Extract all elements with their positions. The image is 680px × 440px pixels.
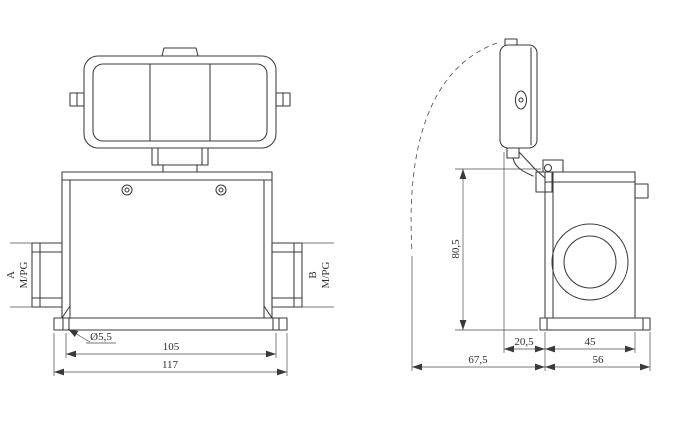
cover-swing-arc bbox=[410, 42, 498, 253]
entry-a-annotation: A M/PG bbox=[5, 242, 32, 308]
cover-slot bbox=[514, 90, 528, 110]
entry-b-thread-label: M/PG bbox=[320, 261, 332, 288]
cable-entry-b bbox=[271, 242, 303, 308]
entry-a-thread-label: M/PG bbox=[18, 261, 30, 288]
dim-overall-depth: 67,5 bbox=[468, 354, 488, 366]
entry-b-annotation: B M/PG bbox=[302, 242, 334, 308]
cover-top-tab bbox=[161, 47, 199, 57]
dim-hole-diameter: Ø5,5 bbox=[90, 331, 112, 343]
dim-body-depth: 45 bbox=[585, 336, 597, 348]
cover-hinge-block bbox=[151, 147, 209, 173]
housing-body-front bbox=[61, 171, 273, 319]
cable-opening-outer bbox=[551, 223, 629, 301]
side-tab bbox=[634, 183, 649, 199]
cover-open bbox=[499, 38, 538, 149]
front-view: A M/PG B M/PG Ø5,5 105 117 bbox=[5, 47, 334, 376]
cover-closed bbox=[69, 47, 291, 149]
hinge-pivot bbox=[543, 163, 553, 173]
side-dimensions: 80,5 20,5 45 67,5 56 bbox=[411, 152, 651, 371]
side-view: 80,5 20,5 45 67,5 56 bbox=[410, 38, 651, 371]
dim-overall-width: 117 bbox=[162, 359, 179, 371]
cable-entry-a bbox=[31, 242, 63, 308]
front-dimensions: Ø5,5 105 117 bbox=[53, 328, 288, 376]
entry-a-label: A bbox=[5, 271, 17, 279]
mounting-base-side bbox=[539, 317, 651, 331]
cable-opening-inner bbox=[563, 235, 617, 289]
cover-open-tab bbox=[504, 38, 518, 46]
dim-height: 80,5 bbox=[450, 239, 462, 259]
dim-cover-offset: 20,5 bbox=[514, 336, 534, 348]
screw-hole-right bbox=[215, 184, 227, 196]
entry-b-label: B bbox=[307, 271, 319, 278]
screw-hole-left bbox=[121, 184, 133, 196]
mounting-base-front bbox=[53, 317, 288, 331]
dim-base-depth: 56 bbox=[593, 354, 605, 366]
dim-hole-spacing: 105 bbox=[163, 341, 180, 353]
housing-body-side bbox=[542, 159, 649, 319]
